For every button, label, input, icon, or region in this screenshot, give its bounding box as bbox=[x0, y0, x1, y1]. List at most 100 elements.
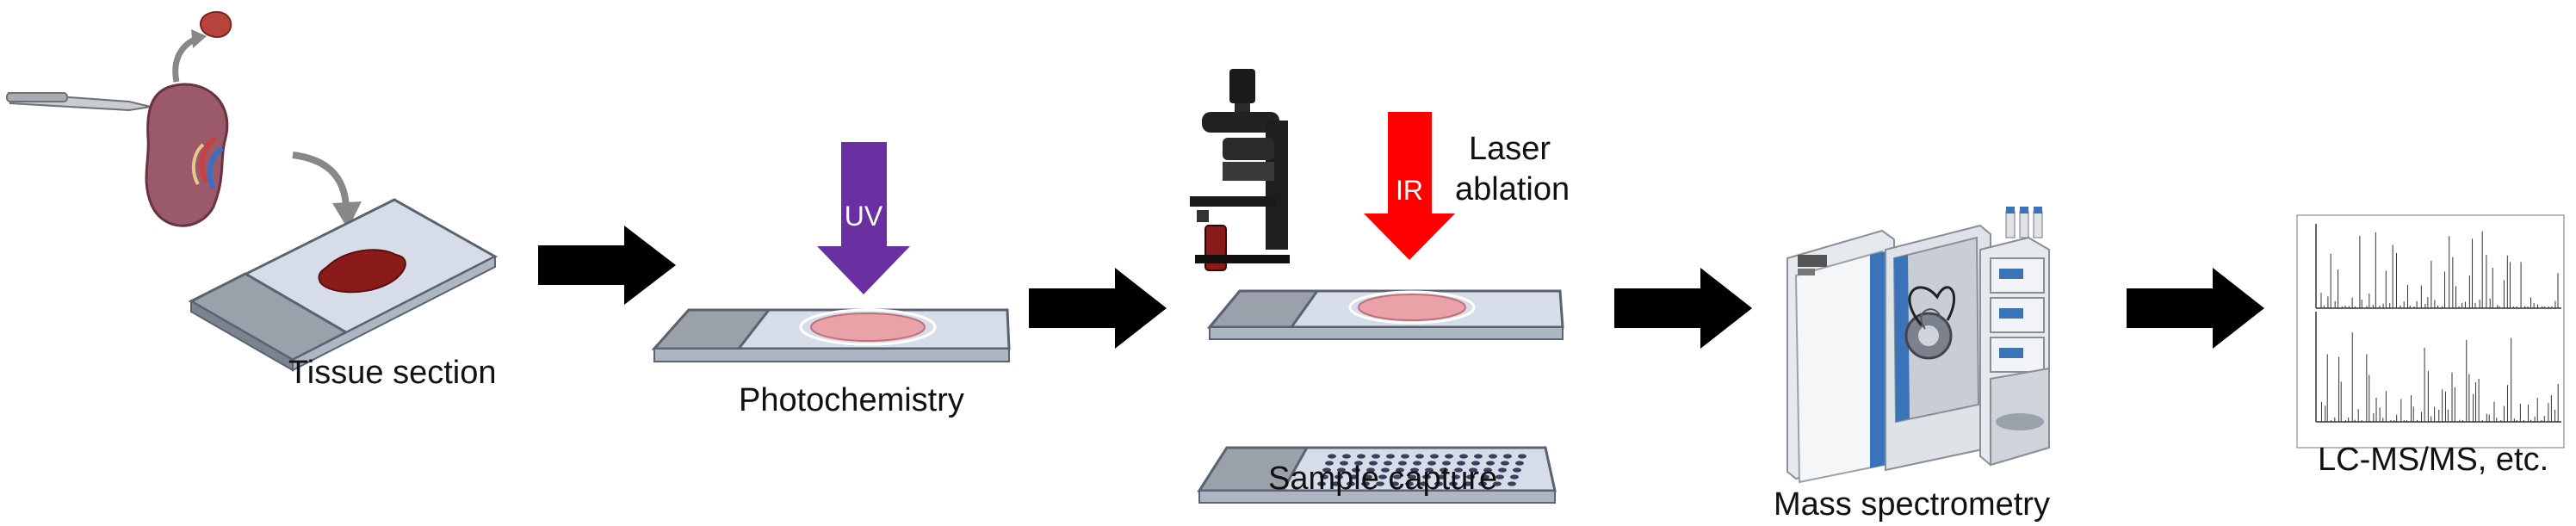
capture-wells bbox=[1317, 454, 1526, 486]
capture-well bbox=[1437, 474, 1446, 480]
capture-well bbox=[1334, 474, 1343, 480]
capture-well bbox=[1393, 474, 1402, 480]
glass-slide-2 bbox=[651, 308, 1011, 362]
capture-well bbox=[1427, 461, 1436, 466]
capture-well bbox=[1376, 481, 1384, 486]
label-ablation: ablation bbox=[1455, 171, 1570, 207]
capture-well bbox=[1325, 461, 1334, 466]
capture-well bbox=[1471, 461, 1480, 466]
capture-well bbox=[1466, 474, 1475, 480]
capture-well bbox=[1328, 454, 1336, 459]
capture-well bbox=[1518, 454, 1526, 459]
capture-well bbox=[1405, 481, 1414, 486]
capture-well bbox=[1354, 461, 1363, 466]
capture-well bbox=[1513, 467, 1521, 473]
capture-well bbox=[1440, 467, 1448, 473]
capture-well bbox=[1493, 481, 1502, 486]
capture-well bbox=[1364, 474, 1372, 480]
flow-arrow-1 bbox=[538, 226, 676, 305]
capture-well bbox=[1378, 474, 1387, 480]
spectrum-bottom-peaks bbox=[2320, 332, 2559, 422]
capture-plate bbox=[1197, 446, 1557, 504]
mass-spectrometer-icon bbox=[1786, 207, 2050, 484]
capture-well bbox=[1337, 467, 1346, 473]
kidney-icon bbox=[145, 83, 229, 227]
capture-well bbox=[1457, 461, 1465, 466]
capture-well bbox=[1481, 474, 1489, 480]
capture-well bbox=[1332, 481, 1341, 486]
capture-well bbox=[1469, 467, 1477, 473]
capture-well bbox=[1366, 467, 1375, 473]
capture-well bbox=[1420, 481, 1428, 486]
capture-well bbox=[1486, 461, 1495, 466]
uv-arrow: UV bbox=[817, 142, 910, 294]
capture-well bbox=[1320, 474, 1328, 480]
capture-well bbox=[1508, 481, 1516, 486]
capture-well bbox=[1434, 481, 1443, 486]
capture-well bbox=[1454, 467, 1463, 473]
capture-well bbox=[1390, 481, 1399, 486]
capture-well bbox=[1459, 454, 1468, 459]
capture-well bbox=[1408, 474, 1416, 480]
capture-well bbox=[1340, 461, 1348, 466]
capture-well bbox=[1357, 454, 1365, 459]
capture-well bbox=[1384, 461, 1392, 466]
capture-well bbox=[1474, 454, 1483, 459]
capture-well bbox=[1452, 474, 1460, 480]
capture-well bbox=[1386, 454, 1395, 459]
capture-well bbox=[1449, 481, 1458, 486]
capture-well bbox=[1495, 474, 1504, 480]
capture-well bbox=[1349, 474, 1358, 480]
capture-well bbox=[1489, 454, 1497, 459]
capture-well bbox=[1464, 481, 1472, 486]
glass-slide-3 bbox=[1206, 289, 1564, 340]
curved-arrow-down-icon bbox=[292, 152, 362, 229]
flow-arrow-3 bbox=[1614, 268, 1752, 349]
label-mass-spectrometry: Mass spectrometry bbox=[1774, 486, 2050, 522]
capture-well bbox=[1503, 454, 1512, 459]
capture-well bbox=[1342, 454, 1351, 459]
capture-well bbox=[1398, 461, 1407, 466]
capture-well bbox=[1501, 461, 1509, 466]
capture-well bbox=[1361, 481, 1370, 486]
capture-well bbox=[1401, 454, 1409, 459]
label-lcmsms: LC-MS/MS, etc. bbox=[2318, 442, 2548, 478]
ir-arrow: IR bbox=[1364, 112, 1455, 260]
capture-well bbox=[1442, 461, 1451, 466]
capture-well bbox=[1396, 467, 1404, 473]
uv-arrow-label: UV bbox=[845, 201, 883, 232]
scalpel-icon bbox=[6, 91, 152, 112]
capture-well bbox=[1410, 467, 1419, 473]
ir-arrow-label: IR bbox=[1396, 175, 1423, 206]
capture-well bbox=[1510, 474, 1519, 480]
capture-well bbox=[1322, 467, 1331, 473]
capture-well bbox=[1413, 461, 1421, 466]
capture-well bbox=[1498, 467, 1507, 473]
flow-arrow-4 bbox=[2127, 268, 2264, 349]
microscope-icon bbox=[1190, 69, 1290, 271]
capture-well bbox=[1430, 454, 1439, 459]
capture-well bbox=[1317, 481, 1326, 486]
tissue-section-smear bbox=[318, 249, 406, 294]
capture-well bbox=[1352, 467, 1360, 473]
capture-well bbox=[1478, 481, 1487, 486]
label-sample-capture: Sample capture bbox=[1268, 461, 1497, 497]
curved-arrow-up-icon bbox=[172, 29, 207, 83]
capture-well bbox=[1369, 461, 1378, 466]
capture-well bbox=[1347, 481, 1355, 486]
label-laser: Laser bbox=[1469, 131, 1551, 167]
capture-well bbox=[1381, 467, 1390, 473]
capture-well bbox=[1425, 467, 1434, 473]
capture-well bbox=[1422, 474, 1431, 480]
spectrum-top-peaks bbox=[2320, 231, 2559, 308]
capture-well bbox=[1483, 467, 1492, 473]
tissue-piece-icon bbox=[199, 10, 232, 38]
flow-arrow-2 bbox=[1029, 268, 1167, 349]
capture-well bbox=[1445, 454, 1453, 459]
label-tissue-section: Tissue section bbox=[288, 355, 496, 391]
capture-well bbox=[1415, 454, 1424, 459]
ms-spectrum-thumbnail bbox=[2296, 214, 2565, 449]
capture-well bbox=[1372, 454, 1380, 459]
label-photochemistry: Photochemistry bbox=[739, 382, 964, 418]
